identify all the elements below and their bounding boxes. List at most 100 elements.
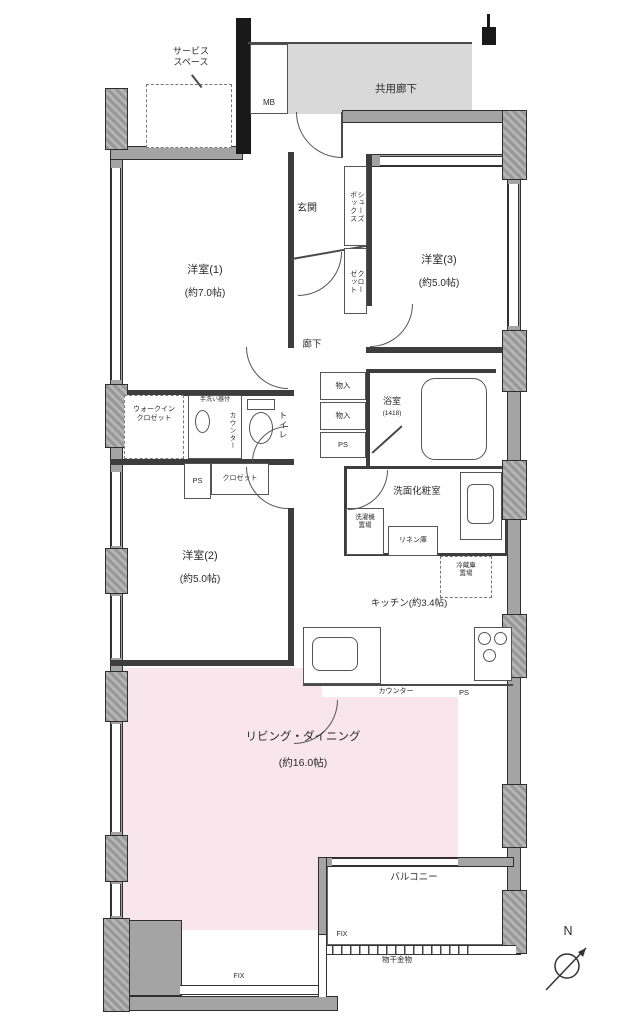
kitchen-counter-label: カウンター [378, 688, 414, 695]
balcony-label: バルコニー [390, 872, 438, 883]
room2-name: 洋室(2) [182, 550, 218, 562]
room1-name: 洋室(1) [187, 264, 223, 276]
compass-north-label: N [563, 924, 573, 938]
outer-wall-top [342, 110, 520, 123]
storage-b-label: 物入 [335, 411, 351, 421]
bathtub [421, 378, 487, 460]
pipe-space-b-label: PS [337, 440, 348, 450]
pillar [502, 330, 527, 392]
shoes-box [344, 166, 367, 246]
fix-window-a-label: FIX [233, 973, 245, 980]
inner-wall [366, 347, 508, 353]
corridor-edge-line [248, 42, 472, 44]
bathroom-size: (1418) [382, 410, 402, 417]
hand-wash-basin [195, 410, 210, 433]
window [111, 724, 121, 832]
wall-mark [482, 27, 496, 45]
outer-wall-bottom [126, 996, 338, 1011]
pipe-space-c-label: PS [458, 688, 469, 697]
walk-in-closet-label: ウォークイン クロゼット [133, 406, 175, 422]
room1-door-arc [246, 347, 288, 389]
vanity-sink [467, 484, 494, 524]
laundry-hardware-label: 物干金物 [366, 955, 428, 965]
inner-wall [110, 660, 294, 666]
inner-wall [288, 152, 294, 348]
living-dining-size: (約16.0帖) [278, 757, 328, 769]
linen-storage-label: リネン庫 [399, 536, 427, 544]
hand-wash-label: 手洗い器付 [199, 397, 230, 403]
inner-wall [288, 508, 294, 666]
toilet-tank [247, 399, 275, 410]
pillar [105, 835, 128, 882]
meter-box [250, 44, 288, 114]
walk-in-closet [124, 395, 184, 459]
outer-wall-top [110, 146, 243, 160]
fix-window [180, 985, 326, 995]
washer-place-label: 洗濯機 置場 [355, 514, 375, 530]
washer-place [346, 508, 384, 555]
fridge-place [440, 556, 492, 598]
room3-size: (約5.0帖) [418, 278, 460, 289]
toilet-counter-label: カウンター [228, 412, 235, 450]
window [111, 884, 121, 916]
pillar [502, 110, 527, 180]
pillar [103, 918, 130, 1012]
stove-burner [478, 632, 491, 645]
wall-entry-black [236, 18, 251, 154]
fix-window [318, 935, 327, 997]
room1-size: (約7.0帖) [184, 288, 226, 299]
stove-burner [494, 632, 507, 645]
inner-wall [110, 459, 294, 465]
room2-size: (約5.0帖) [179, 574, 221, 585]
room3-door-arc [370, 304, 413, 347]
bathroom-label: 浴室 [382, 396, 401, 406]
inner-wall [366, 154, 372, 306]
balcony-wall-left [318, 857, 327, 935]
window [111, 472, 121, 546]
room3-name: 洋室(3) [421, 254, 457, 266]
pillar [502, 890, 527, 954]
entrance-label: 玄関 [297, 203, 317, 214]
living-dining-fill [122, 668, 322, 930]
hallway-label: 廊下 [302, 339, 322, 350]
bathroom-walls [366, 369, 496, 468]
balcony-area [327, 866, 515, 945]
living-dining-name: リビング・ダイニング [245, 731, 361, 743]
service-space-label: サービス スペース [172, 46, 209, 68]
stove-burner [483, 649, 496, 662]
service-space-area [146, 84, 232, 148]
closet-room3-label: クロー ゼット [349, 270, 364, 294]
window [380, 156, 502, 166]
hall-door-arc [298, 252, 342, 296]
meter-box-label: MB [263, 98, 275, 107]
common-corridor-label: 共用廊下 [375, 83, 417, 95]
pillar [502, 784, 527, 848]
pillar [105, 548, 128, 594]
entrance-door-arc [296, 112, 342, 158]
fix-window-b-label: FIX [336, 931, 348, 938]
counter-front-line [303, 684, 513, 686]
wall-mark [487, 14, 490, 27]
fridge-place-label: 冷蔵庫 置場 [456, 562, 476, 578]
window [111, 168, 121, 380]
storage-a-label: 物入 [335, 381, 351, 391]
closet-room3 [344, 248, 367, 314]
toilet-label: トイレ [278, 410, 288, 440]
window [111, 596, 121, 658]
window [508, 184, 519, 326]
pillar [502, 460, 527, 520]
closet-room2-label: クロゼット [222, 474, 258, 482]
pipe-space-a-label: PS [192, 476, 203, 486]
inner-wall [110, 390, 294, 396]
pillar [105, 88, 128, 150]
compass-icon [545, 947, 587, 991]
kitchen-label: キッチン(約3.4帖) [370, 598, 448, 609]
kitchen-sink [312, 637, 358, 671]
washroom-label: 洗面化粧室 [393, 486, 441, 497]
window [332, 858, 458, 866]
shoes-box-label: シューズ ボックス [349, 191, 364, 223]
room2-door-arc [246, 467, 288, 509]
laundry-hardware-marks [332, 946, 470, 954]
living-dining-fill [322, 697, 458, 868]
